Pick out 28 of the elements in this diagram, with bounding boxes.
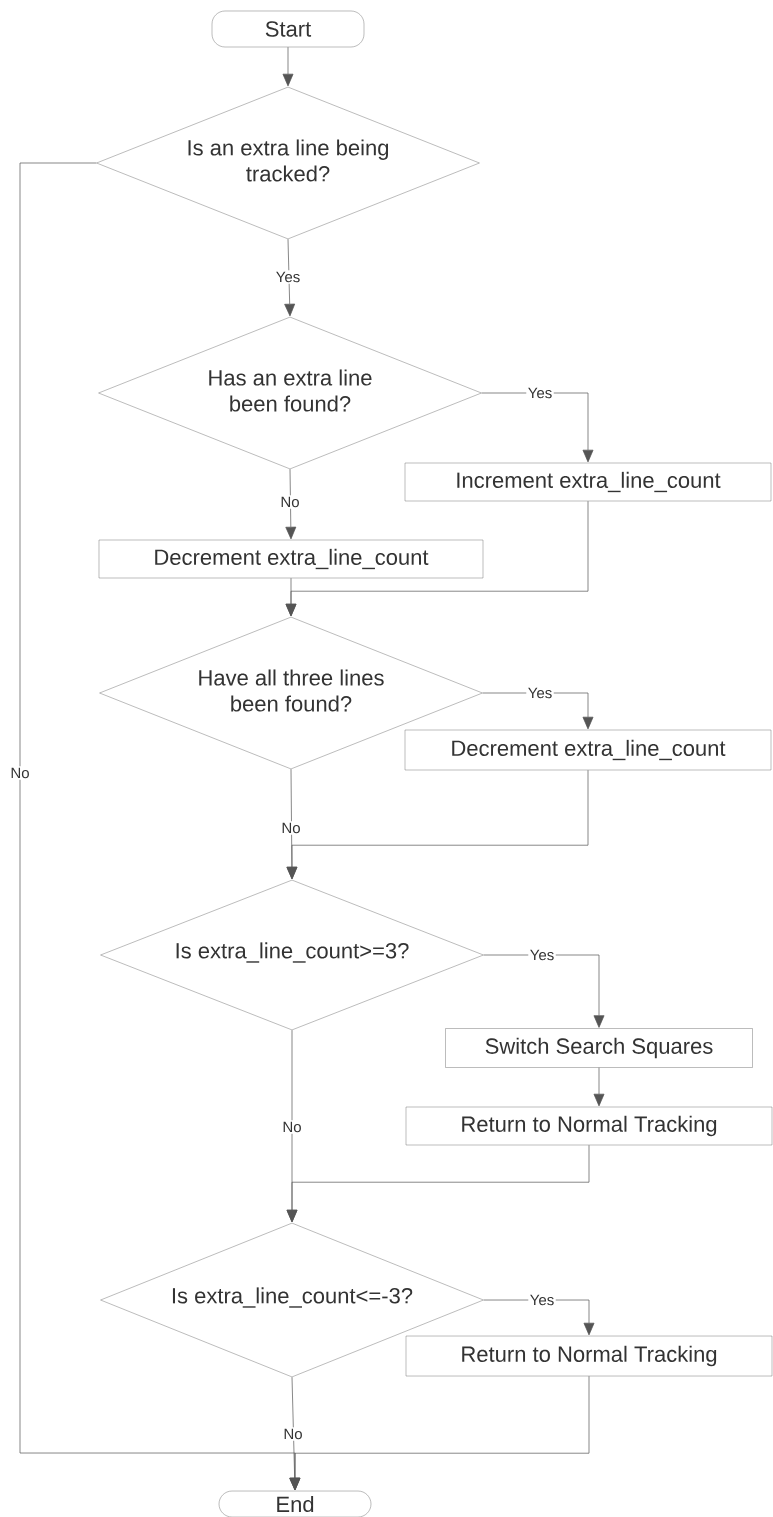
arrow bbox=[285, 577, 297, 617]
edge-label: No bbox=[280, 1120, 304, 1134]
arrow bbox=[285, 468, 297, 540]
process-box: Return to Normal Tracking bbox=[405, 1335, 773, 1377]
arrow bbox=[286, 769, 589, 880]
arrow bbox=[284, 238, 296, 317]
edge-label: Yes bbox=[526, 386, 554, 400]
process-box: Decrement extra_line_count bbox=[404, 729, 772, 771]
arrow bbox=[483, 954, 605, 1028]
edge-label: No bbox=[279, 821, 303, 835]
edge-label: No bbox=[278, 495, 302, 509]
edge-label: Yes bbox=[274, 270, 302, 284]
edge-label: No bbox=[8, 766, 32, 780]
terminal-box: Start bbox=[211, 10, 365, 48]
arrow bbox=[286, 1144, 590, 1223]
process-box: Increment extra_line_count bbox=[404, 462, 772, 502]
process-box: Decrement extra_line_count bbox=[98, 539, 484, 579]
process-box: Return to Normal Tracking bbox=[405, 1106, 773, 1146]
terminal-box: End bbox=[218, 1490, 372, 1517]
arrow bbox=[593, 1067, 605, 1107]
arrow bbox=[289, 1375, 590, 1491]
arrow bbox=[282, 46, 294, 87]
edge-label: No bbox=[281, 1427, 305, 1441]
edge-label: Yes bbox=[528, 948, 556, 962]
arrow bbox=[481, 392, 594, 463]
edge-label: Yes bbox=[528, 1293, 556, 1307]
edge-label: Yes bbox=[526, 686, 554, 700]
process-box: Switch Search Squares bbox=[445, 1028, 753, 1068]
